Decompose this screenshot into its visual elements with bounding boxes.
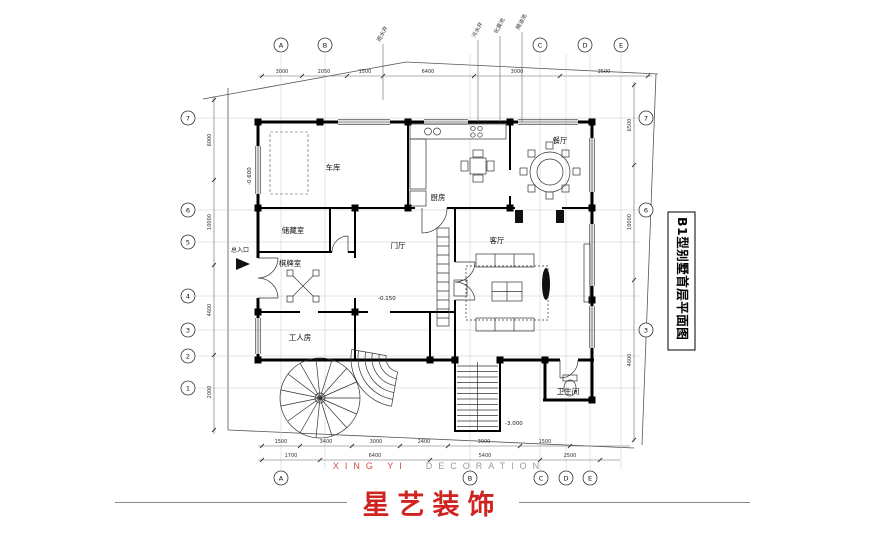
room-label-hall: 门厅 — [391, 241, 406, 250]
room-label-kitchen: 厨房 — [431, 192, 446, 202]
drawing-title: B1型别墅首层平面图 — [675, 217, 690, 340]
axis-bubble: D — [582, 42, 587, 50]
axis-bubble: B — [468, 475, 472, 483]
shelving — [436, 227, 450, 327]
kitchen-counter — [409, 123, 507, 207]
brand-logo-row: 星艺装饰 — [115, 483, 750, 522]
axis-bubble: 7 — [186, 115, 190, 123]
dim-label: 6400 — [422, 69, 435, 75]
axis-bubble: 1 — [186, 385, 190, 393]
dim-label: 3000 — [511, 69, 524, 75]
room-label-worker: 工人房 — [289, 332, 312, 342]
grid-lines — [196, 54, 640, 470]
dim-label: 1700 — [285, 453, 298, 459]
exterior-walls — [256, 120, 594, 432]
dim-label: 6500 — [627, 119, 633, 132]
entrance-marker: 总入口 — [231, 246, 250, 270]
dim-label: 1500 — [275, 439, 288, 445]
toilet — [562, 374, 578, 397]
dim-label: 2500 — [598, 69, 611, 75]
dim-label: 4600 — [207, 304, 213, 317]
room-labels: 车库 厨房 餐厅 客厅 储藏室 门厅 棋牌室 工人房 卫生间 — [279, 136, 580, 396]
room-label-dining: 餐厅 — [553, 136, 568, 145]
axis-bubble: 3 — [644, 327, 648, 335]
room-label-chess: 棋牌室 — [279, 258, 302, 268]
brand-english-right: DECORATION — [425, 461, 546, 471]
columns — [254, 118, 596, 404]
level-label: -0.150 — [378, 296, 396, 302]
callout-label: 隔油池 — [514, 12, 529, 31]
room-label-living: 客厅 — [490, 235, 505, 245]
sofa-set — [453, 210, 591, 332]
dim-label: 2050 — [318, 69, 331, 75]
axis-bubble: 6 — [644, 207, 648, 215]
axis-bubble: A — [279, 475, 284, 483]
brand-rule-right — [518, 502, 750, 503]
doors — [257, 207, 579, 379]
dim-label: 2400 — [418, 439, 431, 445]
brand-rule-left — [115, 502, 347, 503]
breakfast-table — [460, 149, 495, 183]
dim-label: 6000 — [207, 134, 213, 147]
axis-bubble: 6 — [186, 207, 190, 215]
axis-bubble: C — [538, 42, 543, 50]
callout-label: 污水井 — [470, 20, 485, 39]
axis-bubble: 7 — [644, 115, 648, 123]
dim-label: 1500 — [539, 439, 552, 445]
axis-bubble: B — [323, 42, 327, 50]
spiral-patio — [279, 357, 361, 439]
room-label-garage: 车库 — [326, 162, 341, 172]
dim-label: 2500 — [564, 453, 577, 459]
car-outline — [269, 131, 309, 195]
dim-label: 2000 — [207, 386, 213, 399]
brand-chinese-logo: 星艺装饰 — [362, 490, 503, 521]
axis-bubble: E — [588, 475, 592, 483]
dim-label: 10000 — [627, 214, 633, 230]
level-label: -0.600 — [247, 167, 253, 185]
room-label-storage: 储藏室 — [282, 225, 305, 235]
axis-bubble: A — [279, 42, 284, 50]
brand-english-left: XING YI — [332, 461, 408, 471]
interior-walls — [258, 122, 592, 360]
entrance-label: 总入口 — [231, 246, 249, 254]
basement-stair — [457, 362, 498, 430]
dim-label: 10000 — [207, 214, 213, 230]
callout-label: 雨水井 — [375, 24, 390, 43]
dim-label: 6400 — [369, 453, 382, 459]
brand-english-line: XING YI DECORATION — [0, 461, 878, 471]
dim-label: 3400 — [320, 439, 333, 445]
axis-bubble: 4 — [186, 293, 190, 301]
game-table — [286, 269, 320, 303]
axis-bubble: 3 — [186, 327, 190, 335]
dining-table — [519, 141, 581, 200]
windows — [255, 119, 595, 354]
dim-label: 3000 — [276, 69, 289, 75]
dim-label: 1500 — [359, 69, 372, 75]
title-block: B1型别墅首层平面图 — [667, 211, 696, 351]
dim-label: 5400 — [479, 453, 492, 459]
dim-label: 4600 — [627, 354, 633, 367]
axis-bubble: D — [563, 475, 568, 483]
level-markers: -0.600 -0.150 -3.000 — [247, 167, 523, 427]
dim-label: 3000 — [370, 439, 383, 445]
level-label: -3.000 — [505, 421, 523, 427]
axis-bubbles: A B C D E A B C D E 7 6 5 4 3 2 1 7 6 3 — [180, 37, 654, 486]
axis-bubble: 2 — [186, 353, 190, 361]
callout-label: 化粪池 — [492, 16, 507, 35]
axis-bubble: 5 — [186, 239, 190, 247]
curved-stair — [350, 349, 398, 407]
axis-bubble: C — [539, 475, 544, 483]
dim-label: 3000 — [478, 439, 491, 445]
site-boundary — [202, 61, 659, 449]
axis-bubble: E — [619, 42, 623, 50]
room-label-bath: 卫生间 — [557, 386, 580, 396]
dimension-chains: 3000 2050 1500 6400 3000 2500 6000 10000… — [207, 69, 652, 463]
